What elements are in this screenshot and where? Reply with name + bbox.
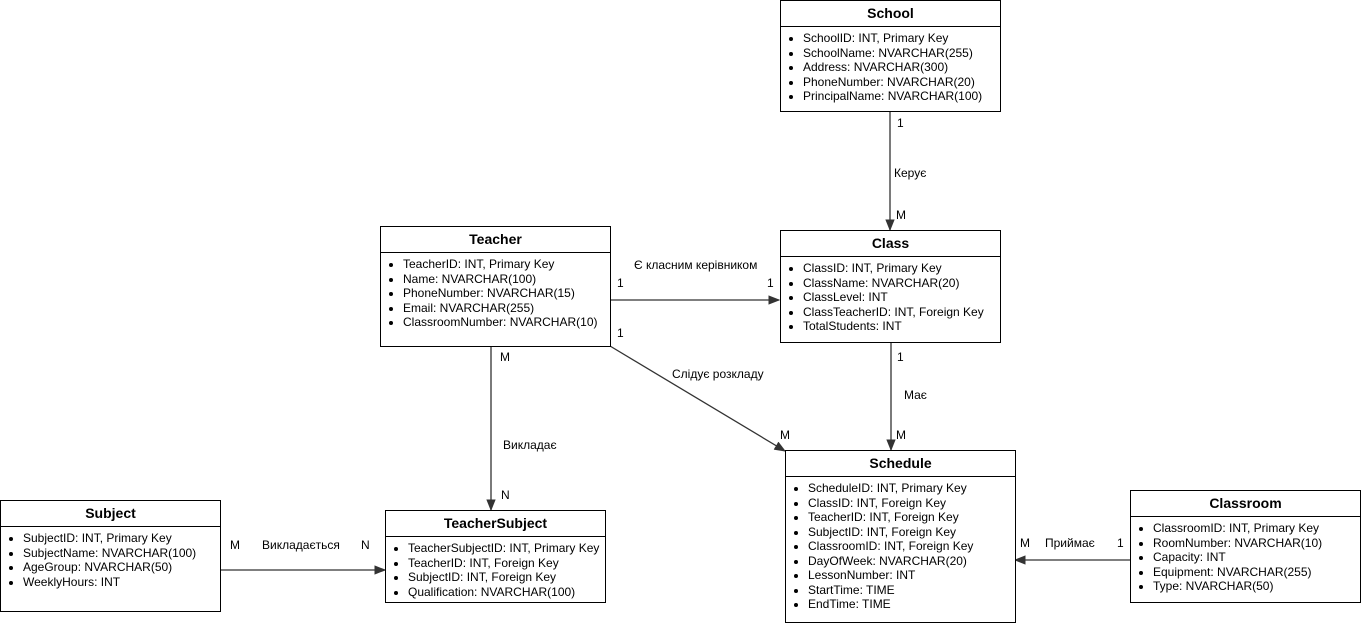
field-item: Qualification: NVARCHAR(100) [408, 585, 605, 600]
cardinality-label: N [361, 538, 370, 552]
field-item: ClassroomID: INT, Foreign Key [808, 539, 1015, 554]
field-list: SchoolID: INT, Primary Key SchoolName: N… [781, 27, 1000, 104]
cardinality-label: M [1020, 536, 1030, 550]
cardinality-label: 1 [617, 276, 624, 290]
entity-title: Teacher [381, 227, 610, 253]
relation-label: Викладає [503, 438, 557, 452]
field-item: ClassLevel: INT [803, 290, 1000, 305]
field-item: ClassName: NVARCHAR(20) [803, 276, 1000, 291]
field-item: SubjectName: NVARCHAR(100) [23, 546, 220, 561]
field-list: TeacherSubjectID: INT, Primary Key Teach… [386, 537, 605, 599]
field-list: ScheduleID: INT, Primary Key ClassID: IN… [786, 477, 1015, 612]
cardinality-label: 1 [617, 326, 624, 340]
field-item: TeacherID: INT, Primary Key [403, 257, 610, 272]
cardinality-label: 1 [767, 276, 774, 290]
entity-teachersubject[interactable]: TeacherSubject TeacherSubjectID: INT, Pr… [385, 510, 606, 603]
entity-title: TeacherSubject [386, 511, 605, 537]
cardinality-label: N [501, 488, 510, 502]
field-item: EndTime: TIME [808, 597, 1015, 612]
entity-class[interactable]: Class ClassID: INT, Primary Key ClassNam… [780, 230, 1001, 343]
field-item: PhoneNumber: NVARCHAR(15) [403, 286, 610, 301]
entity-title: School [781, 1, 1000, 27]
relation-label: Слідує розкладу [672, 367, 764, 381]
field-item: StartTime: TIME [808, 583, 1015, 598]
field-item: DayOfWeek: NVARCHAR(20) [808, 554, 1015, 569]
field-item: SubjectID: INT, Primary Key [23, 531, 220, 546]
edge-teacher-schedule [609, 345, 787, 452]
field-item: SchoolName: NVARCHAR(255) [803, 46, 1000, 61]
cardinality-label: M [780, 428, 790, 442]
relation-label: Приймає [1045, 536, 1095, 550]
entity-school[interactable]: School SchoolID: INT, Primary Key School… [780, 0, 1001, 112]
cardinality-label: M [500, 350, 510, 364]
field-item: PhoneNumber: NVARCHAR(20) [803, 75, 1000, 90]
entity-title: Class [781, 231, 1000, 257]
field-item: TeacherID: INT, Foreign Key [408, 556, 605, 571]
cardinality-label: 1 [897, 350, 904, 364]
field-item: ClassID: INT, Primary Key [803, 261, 1000, 276]
field-item: Capacity: INT [1153, 550, 1360, 565]
field-item: TotalStudents: INT [803, 319, 1000, 334]
cardinality-label: M [896, 208, 906, 222]
field-item: TeacherSubjectID: INT, Primary Key [408, 541, 605, 556]
entity-teacher[interactable]: Teacher TeacherID: INT, Primary Key Name… [380, 226, 611, 347]
field-item: WeeklyHours: INT [23, 575, 220, 590]
field-item: LessonNumber: INT [808, 568, 1015, 583]
field-item: Name: NVARCHAR(100) [403, 272, 610, 287]
cardinality-label: M [896, 428, 906, 442]
relation-label: Викладається [262, 538, 340, 552]
field-item: ClassTeacherID: INT, Foreign Key [803, 305, 1000, 320]
field-item: RoomNumber: NVARCHAR(10) [1153, 536, 1360, 551]
field-item: Equipment: NVARCHAR(255) [1153, 565, 1360, 580]
field-item: AgeGroup: NVARCHAR(50) [23, 560, 220, 575]
relation-label: Має [904, 388, 927, 402]
cardinality-label: 1 [1117, 536, 1124, 550]
field-item: SubjectID: INT, Foreign Key [808, 525, 1015, 540]
field-item: ClassroomNumber: NVARCHAR(10) [403, 315, 610, 330]
entity-subject[interactable]: Subject SubjectID: INT, Primary Key Subj… [0, 500, 221, 612]
field-list: SubjectID: INT, Primary Key SubjectName:… [1, 527, 220, 589]
field-item: SchoolID: INT, Primary Key [803, 31, 1000, 46]
field-item: ScheduleID: INT, Primary Key [808, 481, 1015, 496]
field-item: TeacherID: INT, Foreign Key [808, 510, 1015, 525]
entity-schedule[interactable]: Schedule ScheduleID: INT, Primary Key Cl… [785, 450, 1016, 623]
field-item: ClassroomID: INT, Primary Key [1153, 521, 1360, 536]
field-item: Email: NVARCHAR(255) [403, 301, 610, 316]
field-list: TeacherID: INT, Primary Key Name: NVARCH… [381, 253, 610, 330]
field-list: ClassID: INT, Primary Key ClassName: NVA… [781, 257, 1000, 334]
field-list: ClassroomID: INT, Primary Key RoomNumber… [1131, 517, 1360, 594]
field-item: Address: NVARCHAR(300) [803, 60, 1000, 75]
relation-label: Керує [894, 166, 927, 180]
field-item: Type: NVARCHAR(50) [1153, 579, 1360, 594]
entity-title: Schedule [786, 451, 1015, 477]
entity-classroom[interactable]: Classroom ClassroomID: INT, Primary Key … [1130, 490, 1361, 603]
field-item: ClassID: INT, Foreign Key [808, 496, 1015, 511]
relation-label: Є класним керівником [634, 258, 758, 272]
entity-title: Classroom [1131, 491, 1360, 517]
cardinality-label: M [230, 538, 240, 552]
field-item: SubjectID: INT, Foreign Key [408, 570, 605, 585]
cardinality-label: 1 [897, 116, 904, 130]
entity-title: Subject [1, 501, 220, 527]
field-item: PrincipalName: NVARCHAR(100) [803, 89, 1000, 104]
